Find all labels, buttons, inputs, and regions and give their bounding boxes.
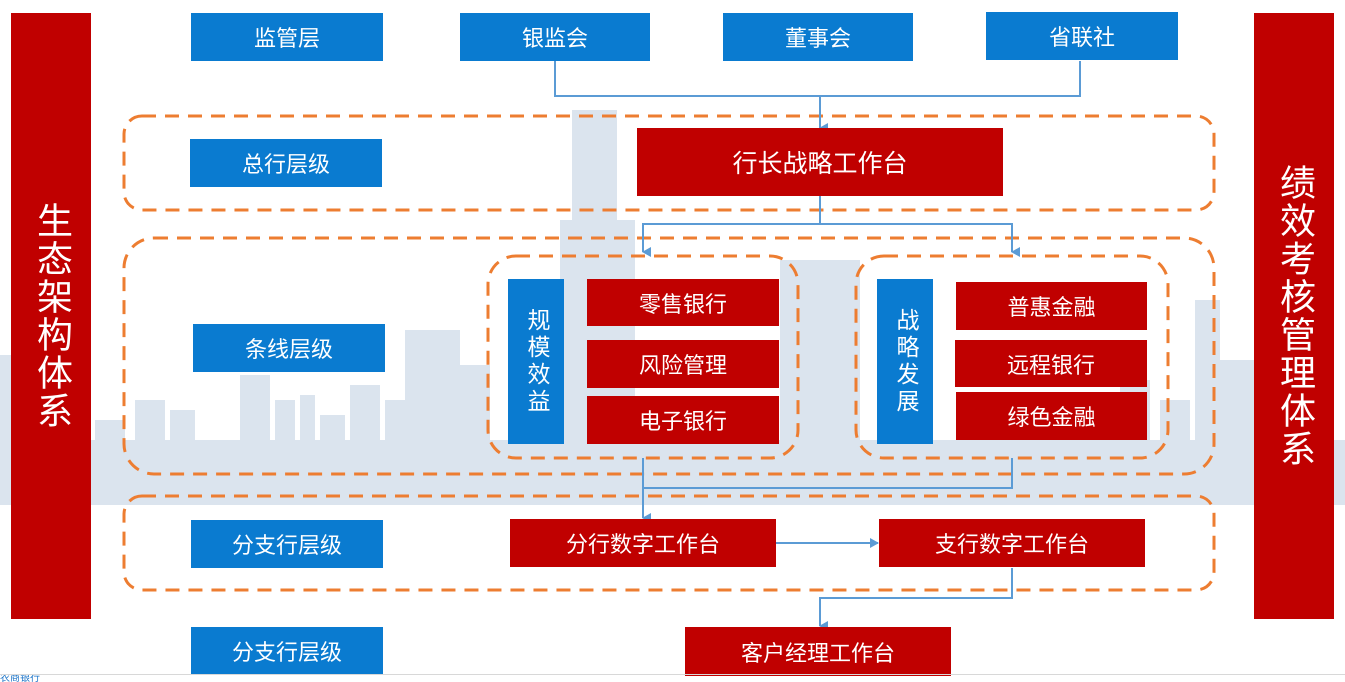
- subbranch-digital-workbench: 支行数字工作台: [879, 519, 1145, 567]
- connector-president-split: [642, 196, 821, 257]
- business-line-node: 绿色金融: [956, 392, 1147, 440]
- city-skyline-background: [0, 110, 1345, 505]
- footer-text: 农商银行: [0, 675, 40, 682]
- business-line-node: 零售银行: [587, 279, 779, 326]
- branch-group: [122, 494, 1216, 592]
- layer-label-head-office: 总行层级: [190, 139, 382, 187]
- business-line-group: [122, 236, 1216, 476]
- layer-label-business-line: 条线层级: [193, 324, 385, 372]
- supervisor-node: 银监会: [460, 13, 650, 61]
- footer-divider: [0, 674, 1345, 675]
- head-office-group: [122, 114, 1216, 212]
- business-line-node: 电子银行: [587, 396, 779, 444]
- layer-label-supervision: 监管层: [191, 13, 383, 61]
- customer-manager-workbench: 客户经理工作台: [685, 627, 951, 676]
- group-label-scale-benefit: 规模效益: [508, 279, 564, 444]
- group-label-strategy: 战略发展: [877, 279, 933, 444]
- business-line-node: 远程银行: [955, 340, 1147, 387]
- left-pillar-ecosystem: 生态架构体系: [11, 13, 91, 619]
- branch-digital-workbench: 分行数字工作台: [510, 519, 776, 567]
- supervisor-node: 董事会: [723, 13, 913, 61]
- supervisor-node: 省联社: [986, 12, 1178, 60]
- business-line-node: 风险管理: [587, 340, 779, 388]
- right-pillar-performance: 绩效考核管理体系: [1254, 13, 1334, 619]
- layer-label-branch: 分支行层级: [191, 520, 383, 568]
- layer-label-branch-bottom: 分支行层级: [191, 627, 383, 675]
- connector-to-manager: [819, 568, 1013, 631]
- president-strategy-workbench: 行长战略工作台: [637, 128, 1003, 196]
- connector-groups-merge: [642, 458, 1013, 489]
- connector-supervisors: [554, 61, 1081, 97]
- business-line-node: 普惠金融: [956, 282, 1147, 330]
